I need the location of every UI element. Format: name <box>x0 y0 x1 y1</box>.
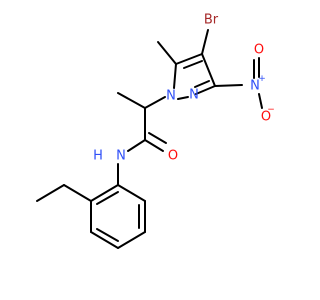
bond-c5-c4-double <box>183 60 203 69</box>
nitro-n-charge: + <box>258 74 266 84</box>
atom-nh-h-label: H <box>93 149 103 164</box>
bond-nitro-o-bottom <box>258 93 263 109</box>
bond-n1-c5 <box>173 63 177 89</box>
atom-n2-label: N <box>189 88 199 103</box>
bond-ar-4 <box>90 231 119 249</box>
atom-nitro-o-top-label: O <box>254 43 264 58</box>
bond-carbonyl-o <box>144 139 164 152</box>
bond-ar-6-inner <box>96 191 119 205</box>
bond-ethyl-ch3 <box>36 184 65 202</box>
bond-c5-c4 <box>175 53 203 65</box>
molecule-structure: Br N N N + O O − N H O <box>36 13 275 249</box>
bond-ar-1 <box>117 184 146 202</box>
atom-n1-label: N <box>166 89 176 104</box>
bond-ar-6 <box>90 184 119 202</box>
bond-c4-br <box>201 29 209 55</box>
bond-ar-ethyl-ch2 <box>63 184 92 202</box>
bond-c3-n2-double <box>194 80 210 88</box>
bond-c3-nitro-n <box>214 84 243 87</box>
atom-nitro-n-label: N <box>250 79 260 94</box>
bond-n2-n1 <box>177 96 189 100</box>
atom-nitro-o-bottom-label: O <box>261 110 271 125</box>
bond-n1-ch <box>144 96 166 109</box>
bond-c3-n2 <box>195 85 216 95</box>
bond-c4-c3 <box>201 53 216 87</box>
atom-nh-n-label: N <box>116 149 126 164</box>
benzene-ring <box>90 184 146 249</box>
atom-br-label: Br <box>204 13 219 28</box>
molecule-canvas: Br N N N + O O − N H O <box>36 12 275 249</box>
bond-carbonyl-o-double <box>148 132 167 144</box>
bond-c5-methyl <box>157 41 177 65</box>
nitro-o-charge: − <box>267 105 275 115</box>
pyrazole-ring <box>173 53 216 100</box>
bond-carbonyl-n <box>127 139 146 152</box>
bond-ar-4-inner <box>96 228 119 242</box>
bond-ch-methyl <box>117 92 146 109</box>
bond-ar-3 <box>117 231 146 249</box>
atom-amide-o-label: O <box>168 149 178 164</box>
